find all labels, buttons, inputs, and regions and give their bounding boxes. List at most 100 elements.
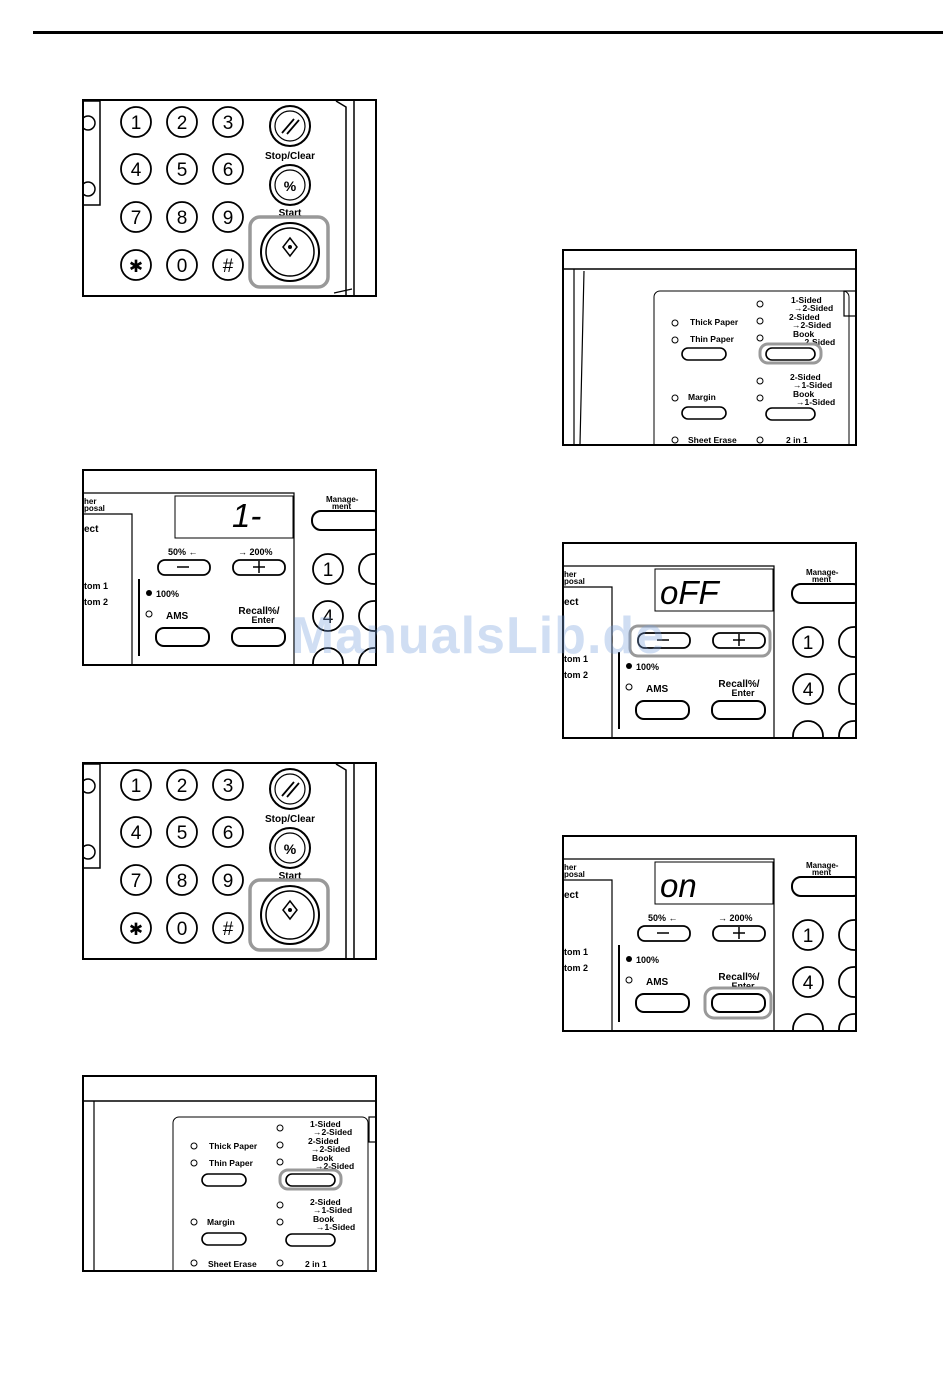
svg-text:5: 5 <box>177 160 188 181</box>
svg-text:Recall%/: Recall%/ <box>718 679 759 690</box>
clear-c-button[interactable]: % <box>269 164 311 206</box>
svg-text:6: 6 <box>223 160 234 181</box>
svg-text:Manage-: Manage- <box>806 568 839 577</box>
svg-text:her: her <box>564 863 576 872</box>
zoom-minus-button[interactable] <box>157 559 211 576</box>
zoom-plus-button[interactable] <box>232 559 286 576</box>
sheet-erase-label: Sheet Erase <box>688 435 737 444</box>
proposal-label: posal <box>84 504 105 513</box>
svg-text:→1-Sided: →1-Sided <box>316 1222 355 1232</box>
zoom-minus-button[interactable] <box>637 632 691 649</box>
stop-clear-label: Stop/Clear <box>265 151 315 162</box>
ams-button[interactable] <box>635 993 690 1013</box>
svg-text:Book: Book <box>312 1153 334 1163</box>
svg-text:4: 4 <box>803 973 814 994</box>
paper-type-button[interactable] <box>201 1173 247 1187</box>
svg-text:Sheet Erase: Sheet Erase <box>208 1259 257 1269</box>
ams-button[interactable] <box>155 627 210 647</box>
svg-text:100%: 100% <box>636 955 659 965</box>
svg-text:ment: ment <box>812 575 831 584</box>
duplex-button[interactable] <box>765 347 816 361</box>
paper-type-button[interactable] <box>681 347 727 361</box>
key-8[interactable]: 8 <box>166 201 198 233</box>
key-9[interactable]: 9 <box>212 201 244 233</box>
key-7[interactable]: 7 <box>120 201 152 233</box>
book-label: Book <box>793 329 815 339</box>
svg-text:%: % <box>284 841 297 857</box>
svg-text:6: 6 <box>223 823 234 844</box>
bottom2-label: tom 2 <box>84 597 108 607</box>
duplex-b-button[interactable] <box>285 1233 336 1247</box>
key-1[interactable] <box>312 553 344 585</box>
svg-text:5: 5 <box>177 823 188 844</box>
svg-text:0: 0 <box>177 256 188 277</box>
svg-text:Thin Paper: Thin Paper <box>209 1158 254 1168</box>
management-button[interactable] <box>311 510 375 531</box>
stop-clear-button[interactable] <box>269 768 311 810</box>
key-4[interactable]: 4 <box>120 153 152 185</box>
svg-text:Recall%/: Recall%/ <box>718 972 759 983</box>
key-2[interactable]: 2 <box>166 106 198 138</box>
to-two-sided-c-label: →2-Sided <box>796 337 835 347</box>
stop-clear-button[interactable] <box>269 105 311 147</box>
key-0[interactable]: 0 <box>166 249 198 281</box>
one-sided-label: 1-Sided <box>791 295 822 305</box>
to-two-sided-b-label: →2-Sided <box>792 320 831 330</box>
key-4[interactable] <box>312 600 344 632</box>
svg-text:7: 7 <box>131 208 142 229</box>
svg-text:4: 4 <box>131 160 142 181</box>
svg-text:Manage-: Manage- <box>806 861 839 870</box>
setting-panel-2: Thick Paper Thin Paper Margin Sheet Eras… <box>82 1075 377 1272</box>
enter-button[interactable] <box>711 700 766 720</box>
svg-text:Margin: Margin <box>207 1217 235 1227</box>
to-one-sided-b-label: →1-Sided <box>796 397 835 407</box>
clear-c-button[interactable]: % <box>269 827 311 869</box>
management-label-2: ment <box>332 502 351 511</box>
margin-button[interactable] <box>201 1232 247 1246</box>
enter-button[interactable] <box>231 627 286 647</box>
key-3[interactable]: 3 <box>212 106 244 138</box>
start-label: Start <box>279 208 302 219</box>
key-hash[interactable]: # <box>212 249 244 281</box>
keypad-panel-1: 1 2 3 4 5 6 7 8 9 ✱ 0 # Stop/Clear % Sta… <box>82 99 377 297</box>
svg-text:2 in 1: 2 in 1 <box>305 1259 327 1269</box>
zoom-plus-button[interactable] <box>712 632 766 649</box>
svg-text:ect: ect <box>564 890 579 901</box>
setting-panel-1: Thick Paper Thin Paper Margin Sheet Eras… <box>562 249 857 446</box>
svg-text:%: % <box>284 178 297 194</box>
key-1[interactable]: 1 <box>120 106 152 138</box>
svg-text:ect: ect <box>564 597 579 608</box>
start-button[interactable] <box>260 222 320 282</box>
svg-text:8: 8 <box>177 208 188 229</box>
zoom-plus-button[interactable] <box>712 925 766 942</box>
svg-text:her: her <box>564 570 576 579</box>
svg-text:Stop/Clear: Stop/Clear <box>265 814 315 825</box>
svg-text:AMS: AMS <box>646 684 669 695</box>
zoom-out-label: 50% ← <box>168 547 198 557</box>
svg-text:7: 7 <box>131 871 142 892</box>
start-button[interactable] <box>260 885 320 945</box>
keypad-keys: 1 2 3 4 5 6 7 8 9 ✱ 0 # <box>120 106 244 281</box>
enter-button[interactable] <box>711 993 766 1013</box>
management-button[interactable] <box>791 876 855 897</box>
zoom-minus-button[interactable] <box>637 925 691 942</box>
svg-text:3: 3 <box>223 776 234 797</box>
duplex-b-button[interactable] <box>765 407 816 421</box>
ams-button[interactable] <box>635 700 690 720</box>
margin-button[interactable] <box>681 406 727 420</box>
svg-text:4: 4 <box>323 607 334 628</box>
svg-text:0: 0 <box>177 919 188 940</box>
zoom-panel-3: her posal ect tom 1 tom 2 on 50% ← → 200… <box>562 835 857 1032</box>
keypad-illustration: 1 2 3 4 5 6 7 8 9 ✱ 0 # Stop/Clear % Sta… <box>84 764 355 958</box>
key-asterisk[interactable]: ✱ <box>120 249 152 281</box>
key-5[interactable]: 5 <box>166 153 198 185</box>
other-label: her <box>84 497 96 506</box>
key-6[interactable]: 6 <box>212 153 244 185</box>
lcd-display: 1- <box>232 497 261 534</box>
svg-text:2: 2 <box>177 113 188 134</box>
duplex-button[interactable] <box>285 1173 336 1187</box>
svg-text:Book: Book <box>313 1214 335 1224</box>
to-one-sided-a-label: →1-Sided <box>793 380 832 390</box>
management-button[interactable] <box>791 583 855 604</box>
svg-text:2: 2 <box>177 776 188 797</box>
